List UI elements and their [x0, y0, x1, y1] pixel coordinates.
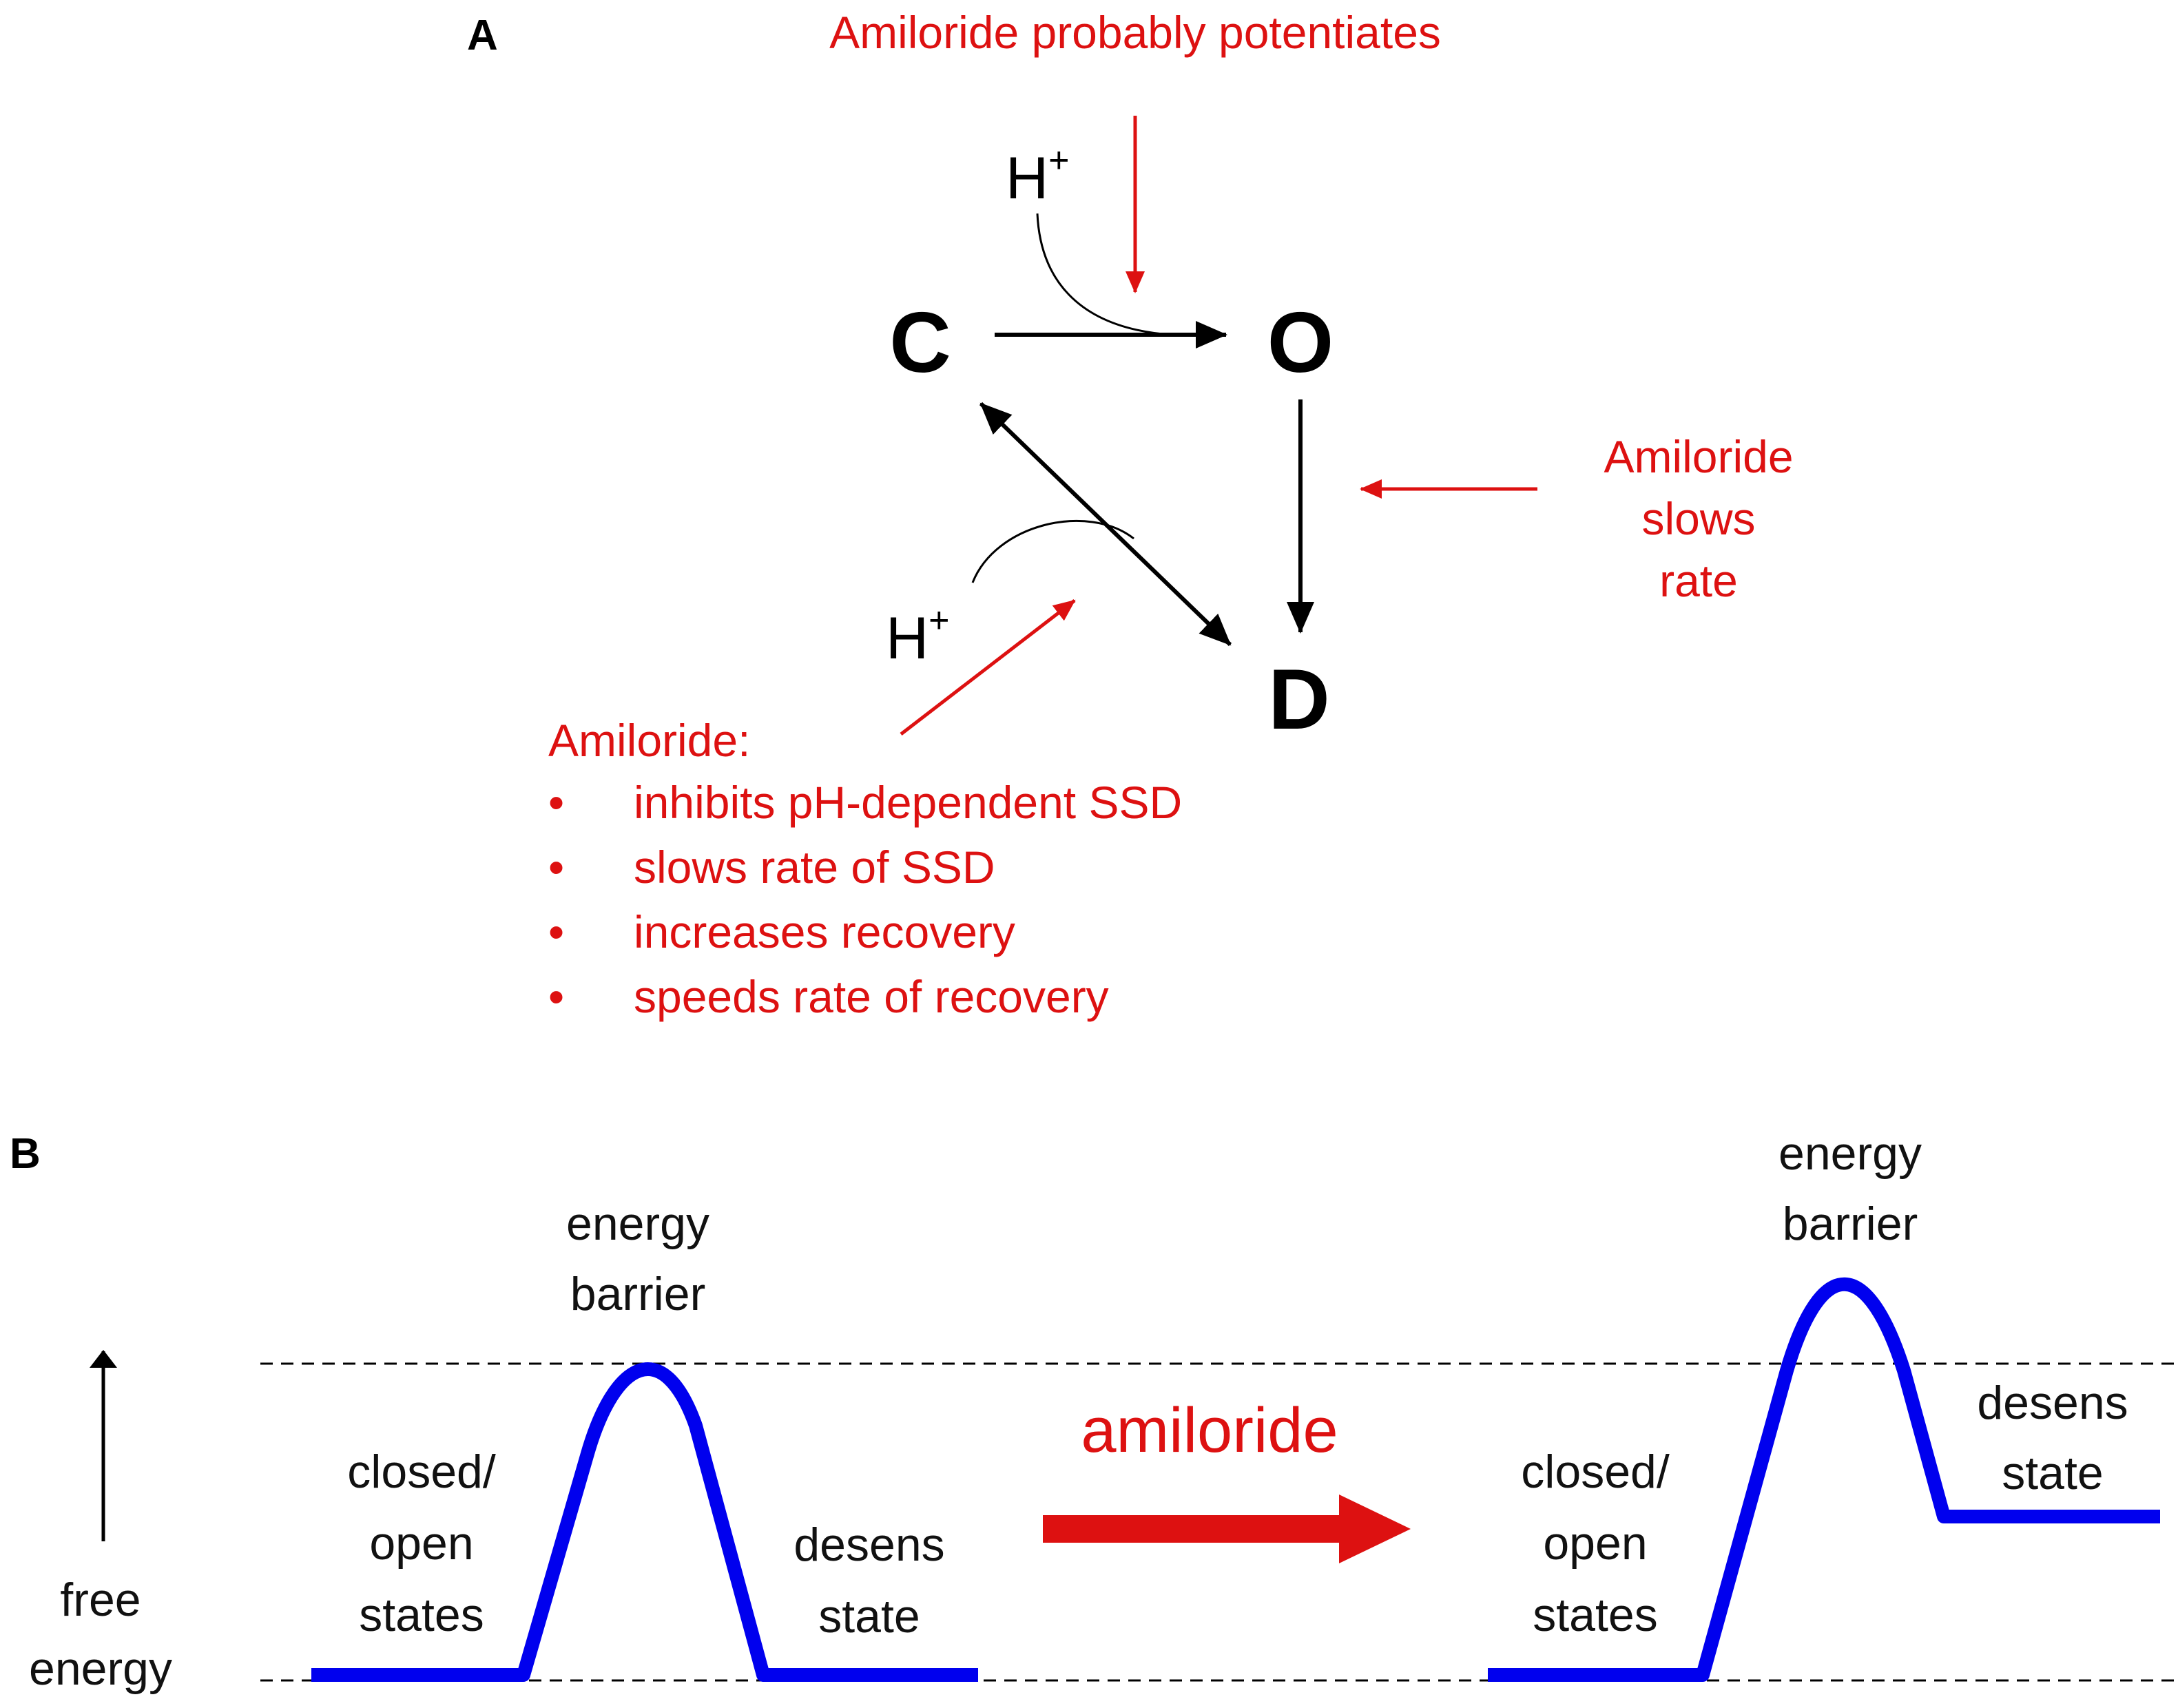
svg-text:closed/: closed/ [347, 1446, 496, 1498]
svg-text:increases recovery: increases recovery [634, 906, 1015, 957]
ssd-arrow [900, 599, 1076, 736]
svg-text:state: state [818, 1590, 920, 1643]
svg-text:open: open [369, 1517, 473, 1570]
energy-profile-left [311, 1362, 978, 1682]
panel-a-label: A [467, 12, 498, 59]
energy-profile-right [1488, 1277, 2160, 1682]
svg-text:Amiloride:: Amiloride: [548, 715, 750, 766]
treatment-label: amiloride [1081, 1395, 1338, 1466]
svg-text:•: • [548, 777, 564, 828]
svg-text:energy: energy [1778, 1127, 1922, 1180]
treatment-arrow [1043, 1494, 1411, 1563]
state-desensitized: D [1268, 652, 1330, 747]
svg-text:Amiloride: Amiloride [1604, 431, 1793, 482]
svg-text:energy: energy [29, 1643, 172, 1695]
state-open: O [1267, 295, 1334, 390]
svg-text:states: states [1533, 1589, 1657, 1641]
panel-b-label: B [10, 1130, 41, 1178]
proton-binding-curve-top [1036, 213, 1172, 336]
svg-text:barrier: barrier [570, 1268, 706, 1320]
svg-text:energy: energy [566, 1198, 709, 1250]
right-closed-open-label: closed/ open states [1521, 1446, 1670, 1641]
proton-bottom: H+ [886, 601, 949, 671]
svg-text:free: free [60, 1574, 141, 1626]
svg-text:states: states [359, 1589, 484, 1641]
svg-text:•: • [548, 971, 564, 1022]
note-ssd-effects: Amiloride: • inhibits pH-dependent SSD •… [548, 715, 1182, 1022]
svg-text:•: • [548, 842, 564, 893]
left-barrier-label: energy barrier [566, 1198, 709, 1320]
note-potentiates: Amiloride probably potentiates [829, 7, 1441, 58]
svg-text:open: open [1543, 1517, 1647, 1570]
svg-text:desens: desens [1977, 1377, 2128, 1429]
svg-text:inhibits pH-dependent SSD: inhibits pH-dependent SSD [634, 777, 1182, 828]
right-barrier-label: energy barrier [1778, 1127, 1922, 1250]
left-desens-label: desens state [794, 1519, 944, 1643]
svg-text:rate: rate [1659, 555, 1738, 606]
svg-text:closed/: closed/ [1521, 1446, 1670, 1498]
svg-text:desens: desens [794, 1519, 944, 1571]
svg-text:state: state [2002, 1447, 2103, 1499]
state-closed: C [889, 295, 951, 390]
right-desens-label: desens state [1977, 1377, 2128, 1499]
left-closed-open-label: closed/ open states [347, 1446, 496, 1641]
note-slows-rate: Amiloride slows rate [1604, 431, 1793, 606]
svg-text:slows: slows [1641, 493, 1755, 544]
svg-text:speeds rate of recovery: speeds rate of recovery [634, 971, 1109, 1022]
proton-binding-curve-bottom [971, 519, 1134, 583]
proton-top: H+ [1006, 140, 1069, 211]
svg-text:slows rate of SSD: slows rate of SSD [634, 842, 995, 893]
svg-text:•: • [548, 906, 564, 957]
free-energy-label: free energy [29, 1574, 172, 1695]
svg-text:barrier: barrier [1783, 1198, 1918, 1250]
